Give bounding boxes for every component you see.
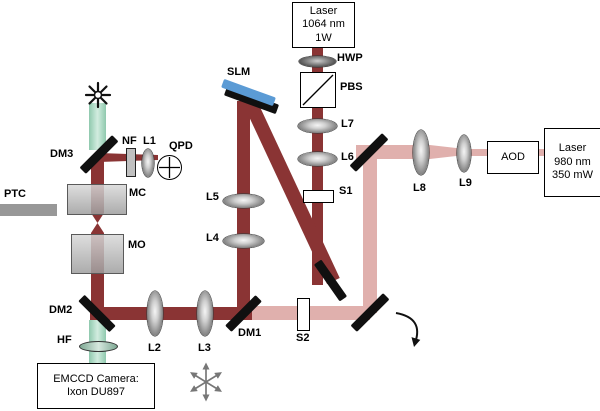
s1-text-label: S1 xyxy=(339,185,353,197)
l6-text-label: L6 xyxy=(341,151,354,163)
beam-illumination-top xyxy=(89,103,106,150)
l5-text-label: L5 xyxy=(206,191,219,203)
rotation-arrow-icon xyxy=(395,312,421,347)
pbs-text-label: PBS xyxy=(340,81,363,93)
laser-980-line3: 350 mW xyxy=(552,169,593,182)
l2-text-label: L2 xyxy=(148,342,161,354)
l8-text-label: L8 xyxy=(413,182,426,194)
shutter-s1 xyxy=(303,190,334,203)
beam-illumination-camera xyxy=(89,350,106,363)
lens-l4 xyxy=(223,234,264,248)
laser-980-box: Laser 980 nm 350 mW xyxy=(544,128,600,197)
quadrant-photodiode xyxy=(157,155,182,180)
aod-box: AOD xyxy=(487,141,539,174)
objective-mo xyxy=(71,234,124,274)
lens-l6 xyxy=(298,152,337,166)
l1-text-label: L1 xyxy=(143,135,156,147)
dm3-text-label: DM3 xyxy=(50,148,74,160)
aod-label: AOD xyxy=(501,150,525,163)
condenser-mc xyxy=(67,184,127,215)
hwp-text-label: HWP xyxy=(337,52,363,64)
beam-1064-bottom xyxy=(90,307,252,320)
l3-text-label: L3 xyxy=(198,342,211,354)
emccd-camera-box: EMCCD Camera: Ixon DU897 xyxy=(37,363,155,409)
beam-focus-cone-upper xyxy=(91,213,104,223)
lens-l9 xyxy=(457,135,471,172)
pbs-diagonal xyxy=(302,74,334,106)
mc-text-label: MC xyxy=(129,187,147,199)
laser-1064-line3: 1W xyxy=(315,31,332,44)
stage-ptc xyxy=(0,204,57,216)
laser-1064-line1: Laser xyxy=(309,4,338,17)
laser-980-line2: 980 nm xyxy=(554,155,591,168)
slm-text-label: SLM xyxy=(227,66,251,78)
notch-filter xyxy=(126,148,136,177)
beam-focus-cone-lower xyxy=(91,223,104,233)
hf-text-label: HF xyxy=(57,334,72,346)
lens-l8 xyxy=(413,130,429,175)
lens-l2 xyxy=(147,291,163,336)
l9-text-label: L9 xyxy=(459,177,472,189)
beam-980-bottom xyxy=(252,306,370,320)
emccd-line1: EMCCD Camera: xyxy=(53,372,139,385)
qpd-text-label: QPD xyxy=(169,140,193,152)
l7-text-label: L7 xyxy=(341,118,354,130)
beam-1064-slm-vertical xyxy=(237,101,250,318)
laser-1064-box: Laser 1064 nm 1W xyxy=(292,2,355,48)
mo-text-label: MO xyxy=(128,239,146,251)
lamp-star-icon xyxy=(84,81,112,109)
nf-text-label: NF xyxy=(122,135,137,147)
xyz-translation-arrows-icon xyxy=(190,362,222,402)
lens-l3 xyxy=(197,291,213,336)
beam-980-vertical xyxy=(363,150,377,313)
lens-l5 xyxy=(223,194,264,208)
shutter-s2 xyxy=(297,298,310,331)
emccd-line2: Ixon DU897 xyxy=(66,386,126,398)
ptc-text-label: PTC xyxy=(4,188,26,200)
laser-1064-line2: 1064 nm xyxy=(302,18,345,31)
s2-text-label: S2 xyxy=(296,332,310,344)
emission-filter-hf xyxy=(79,341,118,352)
beam-980-expander xyxy=(421,144,465,160)
lens-l7 xyxy=(298,119,337,133)
qpd-cross xyxy=(159,157,180,178)
polarizing-beam-splitter xyxy=(300,72,336,108)
dm1-text-label: DM1 xyxy=(238,327,262,339)
dm2-text-label: DM2 xyxy=(49,304,73,316)
lens-l1 xyxy=(142,149,154,177)
half-wave-plate xyxy=(299,56,336,67)
laser-980-line1: Laser xyxy=(558,142,587,155)
l4-text-label: L4 xyxy=(206,232,219,244)
